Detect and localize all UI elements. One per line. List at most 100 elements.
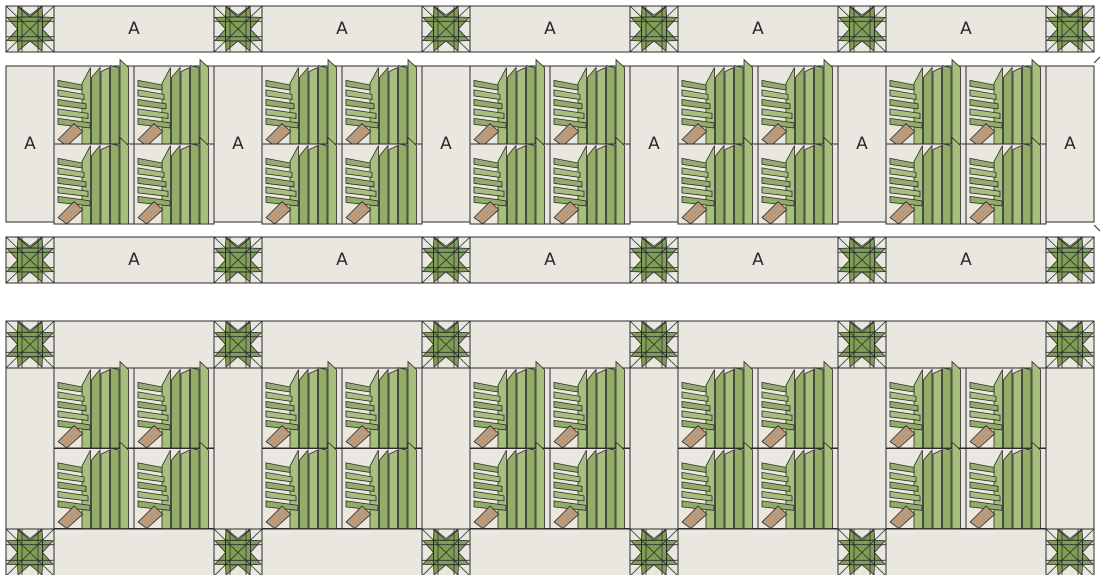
leaf-unit [470, 362, 550, 448]
sashing-strip [54, 321, 214, 368]
sashing-label: A [752, 250, 764, 270]
leaf-unit [758, 442, 838, 528]
leaf-unit [550, 138, 630, 224]
leaf-unit [262, 138, 342, 224]
leaf-unit [54, 442, 134, 528]
star-cornerstone [1046, 321, 1094, 368]
star-cornerstone [6, 529, 54, 575]
star-cornerstone [214, 6, 262, 52]
sashing-strip [1046, 368, 1094, 529]
pine-block [262, 60, 422, 224]
star-cornerstone [630, 321, 678, 368]
sashing-label: A [544, 250, 556, 270]
leaf-unit [54, 362, 134, 448]
sashing-strip [6, 368, 54, 529]
leaf-unit [886, 362, 966, 448]
arrow-mark [1094, 57, 1100, 63]
leaf-unit [678, 138, 758, 224]
sashing-strip [422, 368, 470, 529]
sashing-label: A [232, 134, 244, 154]
sashing-row [54, 529, 1046, 575]
sashing-strip [262, 529, 422, 575]
star-cornerstone [214, 529, 262, 575]
leaf-unit [342, 442, 422, 528]
sashing-label: A [336, 19, 348, 39]
leaf-unit [470, 60, 550, 146]
star-cornerstone [422, 6, 470, 52]
leaf-unit [54, 60, 134, 146]
sashing-label: A [440, 134, 452, 154]
leaf-unit [758, 138, 838, 224]
pine-block [470, 60, 630, 224]
pine-block [54, 362, 214, 529]
leaf-unit [886, 60, 966, 146]
leaf-unit [758, 362, 838, 448]
star-cornerstone [1046, 237, 1094, 283]
leaf-unit [470, 442, 550, 528]
arrow-mark [1094, 225, 1100, 231]
star-cornerstone [1046, 6, 1094, 52]
sashing-strip [262, 321, 422, 368]
sashing-label: A [336, 250, 348, 270]
pine-block [886, 362, 1046, 529]
leaf-unit [550, 60, 630, 146]
star-cornerstone [838, 6, 886, 52]
pine-block [262, 362, 422, 529]
star-cornerstone [838, 321, 886, 368]
pine-block [54, 60, 214, 224]
leaf-unit [758, 60, 838, 146]
star-cornerstone [6, 321, 54, 368]
star-cornerstone [838, 237, 886, 283]
sashing-strip [886, 321, 1046, 368]
leaf-unit [550, 442, 630, 528]
sashing-label: A [960, 250, 972, 270]
sashing-label: A [648, 134, 660, 154]
star-cornerstone [422, 237, 470, 283]
sashing-strip [886, 529, 1046, 575]
leaf-unit [966, 362, 1046, 448]
pine-block [886, 60, 1046, 224]
sashing-strip [678, 529, 838, 575]
sashing-label: A [752, 19, 764, 39]
star-cornerstone [630, 6, 678, 52]
leaf-unit [134, 362, 214, 448]
leaf-unit [966, 60, 1046, 146]
leaf-unit [134, 60, 214, 146]
leaf-unit [886, 138, 966, 224]
sashing-strip [470, 321, 630, 368]
sashing-label: A [128, 250, 140, 270]
star-cornerstone [422, 529, 470, 575]
sashing-strip [838, 368, 886, 529]
star-cornerstone [214, 237, 262, 283]
leaf-unit [262, 362, 342, 448]
leaf-unit [342, 60, 422, 146]
sashing-strip [214, 368, 262, 529]
leaf-unit [678, 362, 758, 448]
star-cornerstone [1046, 529, 1094, 575]
pine-block [470, 362, 630, 529]
star-cornerstone [422, 321, 470, 368]
leaf-unit [342, 138, 422, 224]
star-cornerstone [630, 237, 678, 283]
star-cornerstone [838, 529, 886, 575]
leaf-unit [886, 442, 966, 528]
leaf-unit [342, 362, 422, 448]
leaf-unit [262, 60, 342, 146]
sashing-label: A [128, 19, 140, 39]
leaf-unit [966, 442, 1046, 528]
sashing-strip [54, 529, 214, 575]
sashing-label: A [960, 19, 972, 39]
leaf-unit [678, 442, 758, 528]
star-cornerstone [214, 321, 262, 368]
leaf-unit [262, 442, 342, 528]
sashing-strip [630, 368, 678, 529]
leaf-unit [134, 442, 214, 528]
leaf-unit [550, 362, 630, 448]
sashing-row [54, 321, 1046, 368]
leaf-unit [54, 138, 134, 224]
sashing-label: A [544, 19, 556, 39]
leaf-unit [470, 138, 550, 224]
sashing-label: A [1064, 134, 1076, 154]
